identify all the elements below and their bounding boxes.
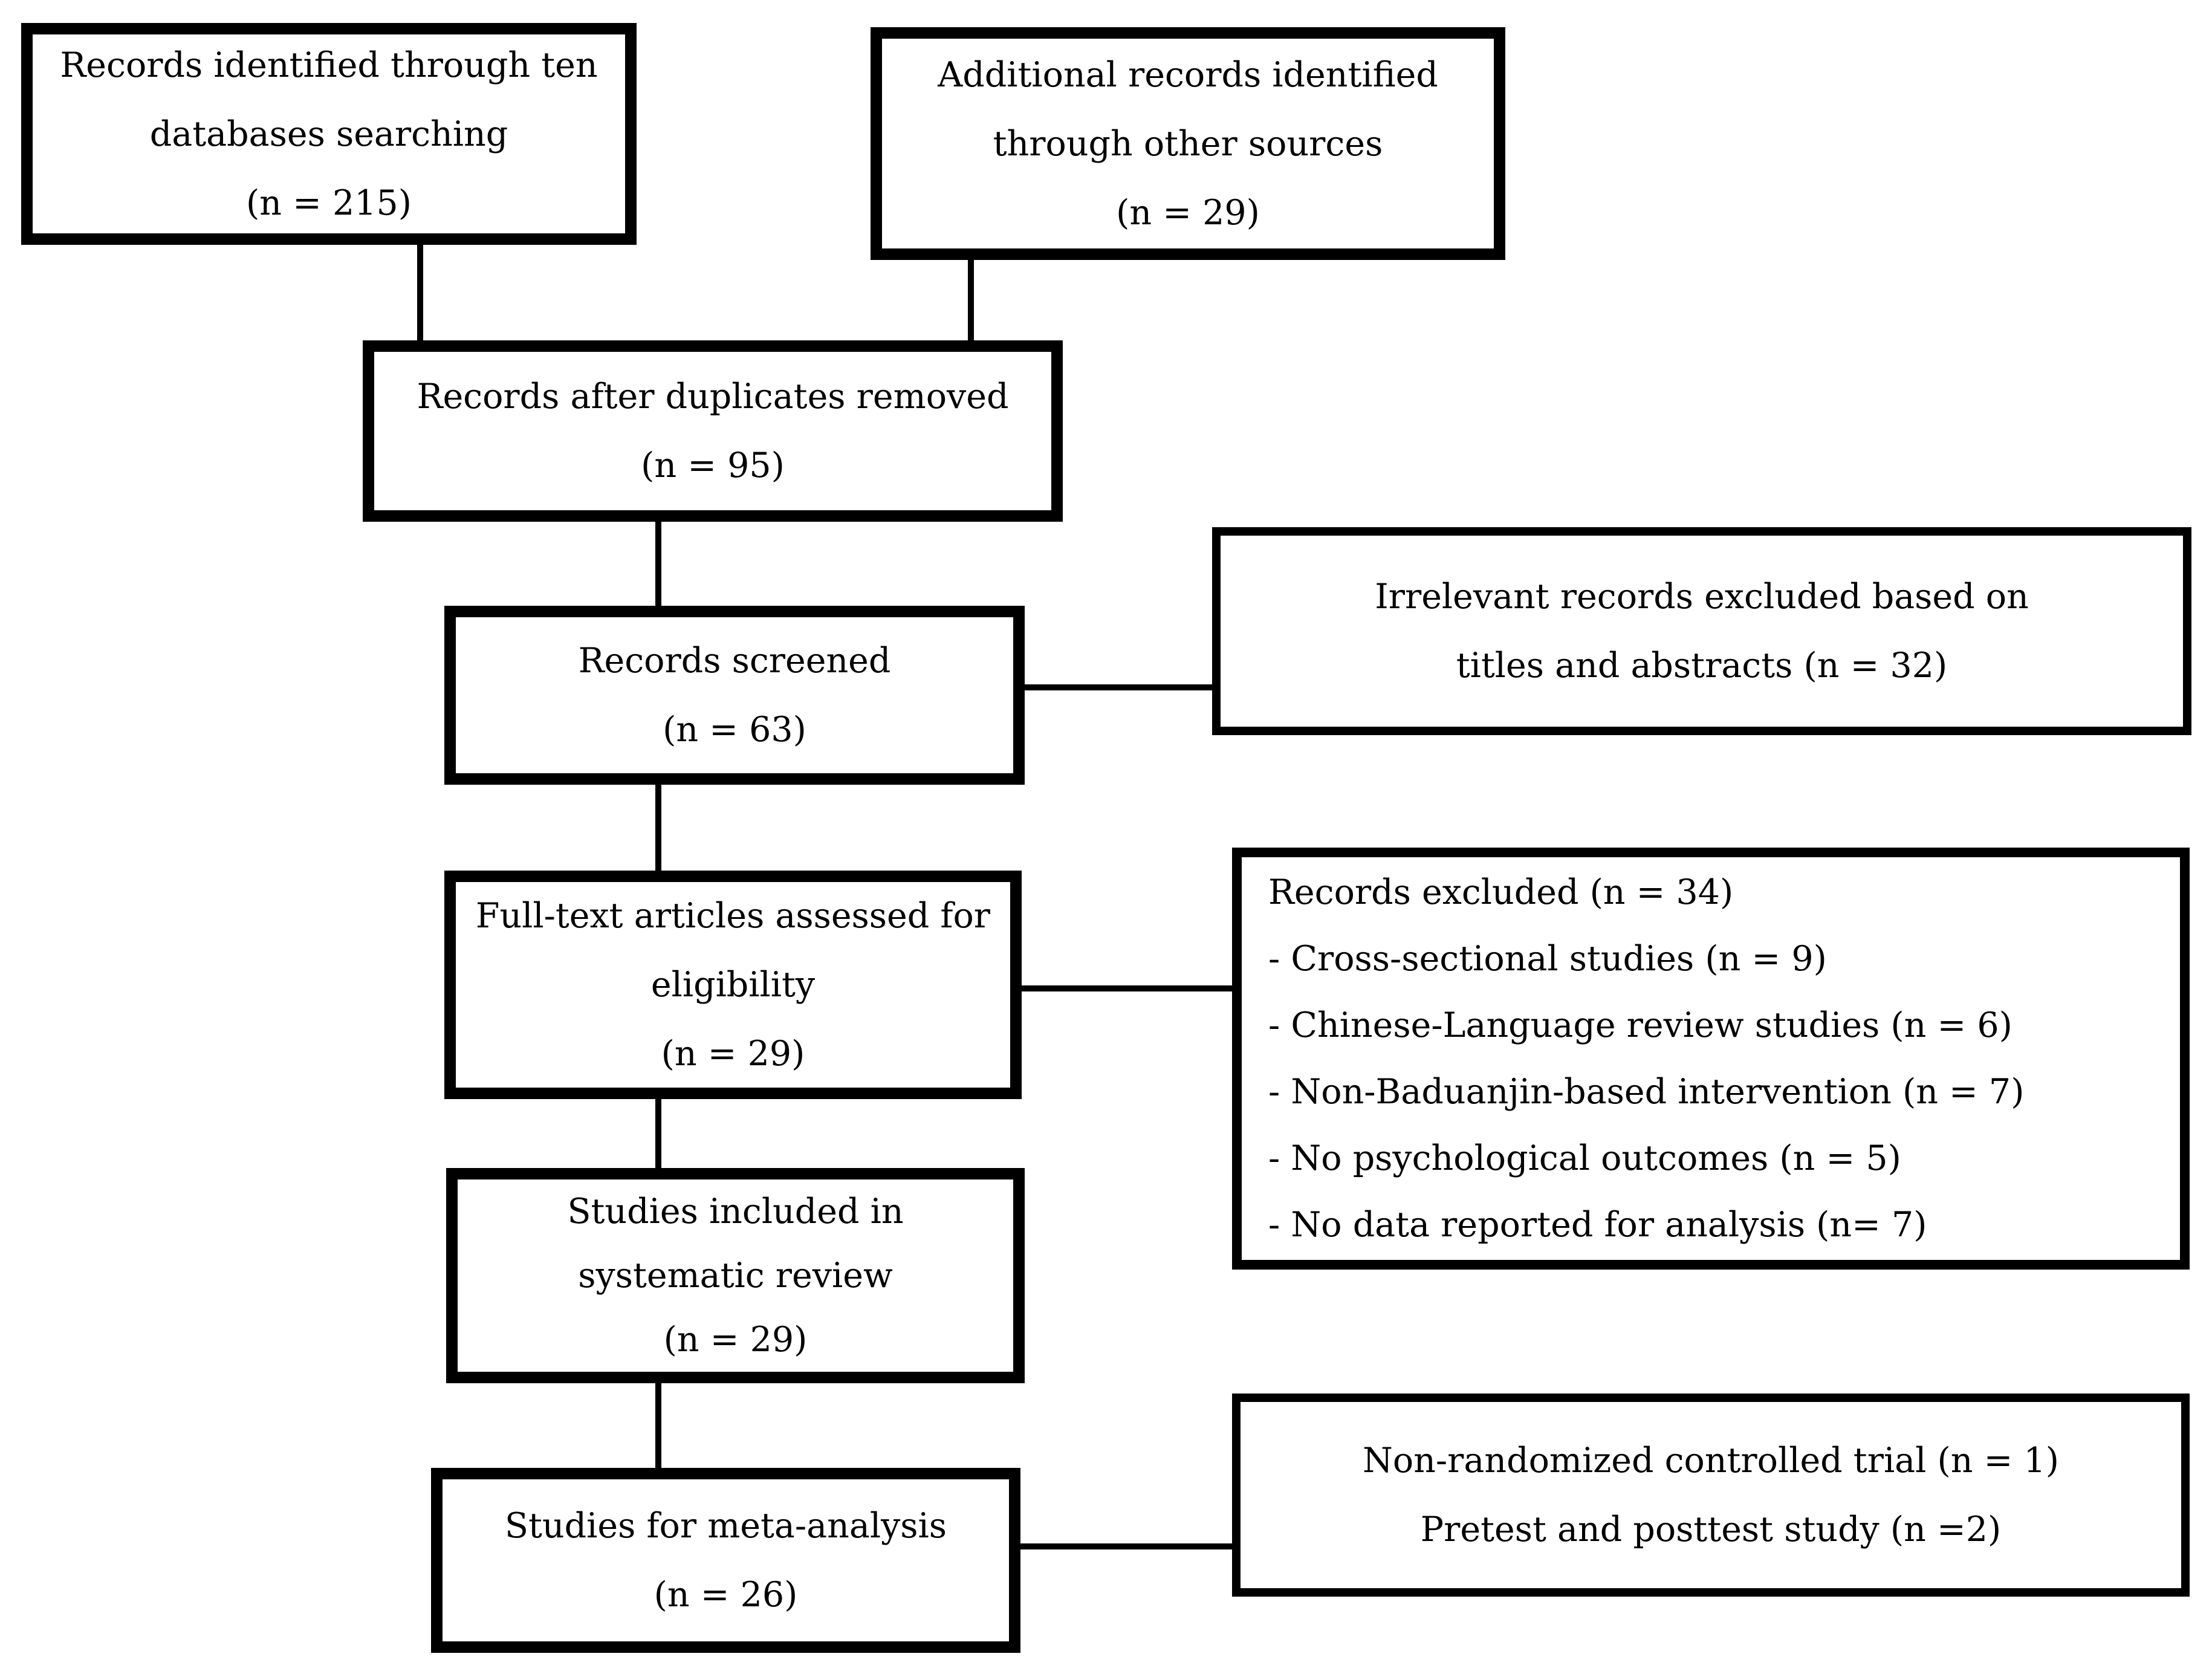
box-text-line: Records screened	[578, 641, 891, 681]
box-text-line: (n = 95)	[641, 446, 785, 485]
box-text-line: Irrelevant records excluded based on	[1375, 577, 2029, 617]
box-text-line: Records excluded (n = 34)	[1268, 872, 1734, 912]
box-text-line: (n = 29)	[661, 1034, 805, 1074]
box-studies-meta-analysis: Studies for meta-analysis (n = 26)	[431, 1468, 1020, 1653]
box-text-line: Records after duplicates removed	[417, 377, 1009, 417]
box-text-line: (n = 29)	[1116, 192, 1260, 233]
connector-other-sources-to-duplicates	[968, 255, 974, 345]
box-additional-records-other-sources: Additional records identified through ot…	[871, 27, 1505, 260]
box-text-line: eligibility	[650, 965, 816, 1005]
box-text-line: titles and abstracts (n = 32)	[1456, 646, 1948, 686]
box-text-line: Records identified through ten	[60, 45, 598, 85]
box-text-line: (n = 26)	[654, 1575, 798, 1615]
connector-identified-to-duplicates	[417, 242, 423, 345]
connector-screened-to-irrelevant	[1022, 684, 1216, 690]
box-text-line: Studies for meta-analysis	[504, 1506, 947, 1546]
box-text-line: - Non-Baduanjin-based intervention (n = …	[1268, 1072, 2025, 1112]
box-text-line: (n = 29)	[663, 1320, 808, 1360]
box-text-line: - No data reported for analysis (n= 7)	[1268, 1205, 1927, 1245]
connector-meta-to-nonrandomized	[1017, 1543, 1236, 1549]
connector-review-to-meta	[655, 1380, 661, 1473]
box-text-line: (n = 215)	[246, 183, 412, 223]
box-records-screened: Records screened (n = 63)	[444, 606, 1025, 785]
box-text-line: systematic review	[578, 1256, 893, 1296]
box-text-line: through other sources	[993, 123, 1383, 164]
box-text-line: Pretest and posttest study (n =2)	[1420, 1510, 2002, 1549]
box-text-line: (n = 63)	[663, 710, 806, 750]
box-text-line: - No psychological outcomes (n = 5)	[1268, 1138, 1901, 1178]
connector-fulltext-to-excluded	[1018, 985, 1236, 991]
box-records-after-duplicates: Records after duplicates removed (n = 95…	[363, 340, 1063, 522]
connector-duplicates-to-screened	[655, 517, 661, 611]
box-text-line: databases searching	[149, 114, 508, 154]
box-irrelevant-records-excluded: Irrelevant records excluded based on tit…	[1212, 527, 2191, 735]
connector-fulltext-to-review	[655, 1095, 661, 1173]
box-text-line: Additional records identified	[938, 54, 1438, 95]
box-text-line: Non-randomized controlled trial (n = 1)	[1363, 1441, 2059, 1481]
box-fulltext-assessed: Full-text articles assessed for eligibil…	[444, 871, 1022, 1099]
box-records-identified-databases: Records identified through ten databases…	[21, 23, 637, 245]
connector-screened-to-fulltext	[655, 780, 661, 875]
box-text-line: Full-text articles assessed for	[475, 896, 991, 936]
box-text-line: Studies included in	[567, 1192, 904, 1231]
box-text-line: - Cross-sectional studies (n = 9)	[1268, 939, 1827, 979]
box-records-excluded-reasons: Records excluded (n = 34) - Cross-sectio…	[1232, 848, 2190, 1270]
box-studies-systematic-review: Studies included in systematic review (n…	[446, 1168, 1025, 1383]
box-non-randomized-pretest: Non-randomized controlled trial (n = 1) …	[1232, 1394, 2190, 1597]
box-text-line: - Chinese-Language review studies (n = 6…	[1268, 1005, 2013, 1045]
